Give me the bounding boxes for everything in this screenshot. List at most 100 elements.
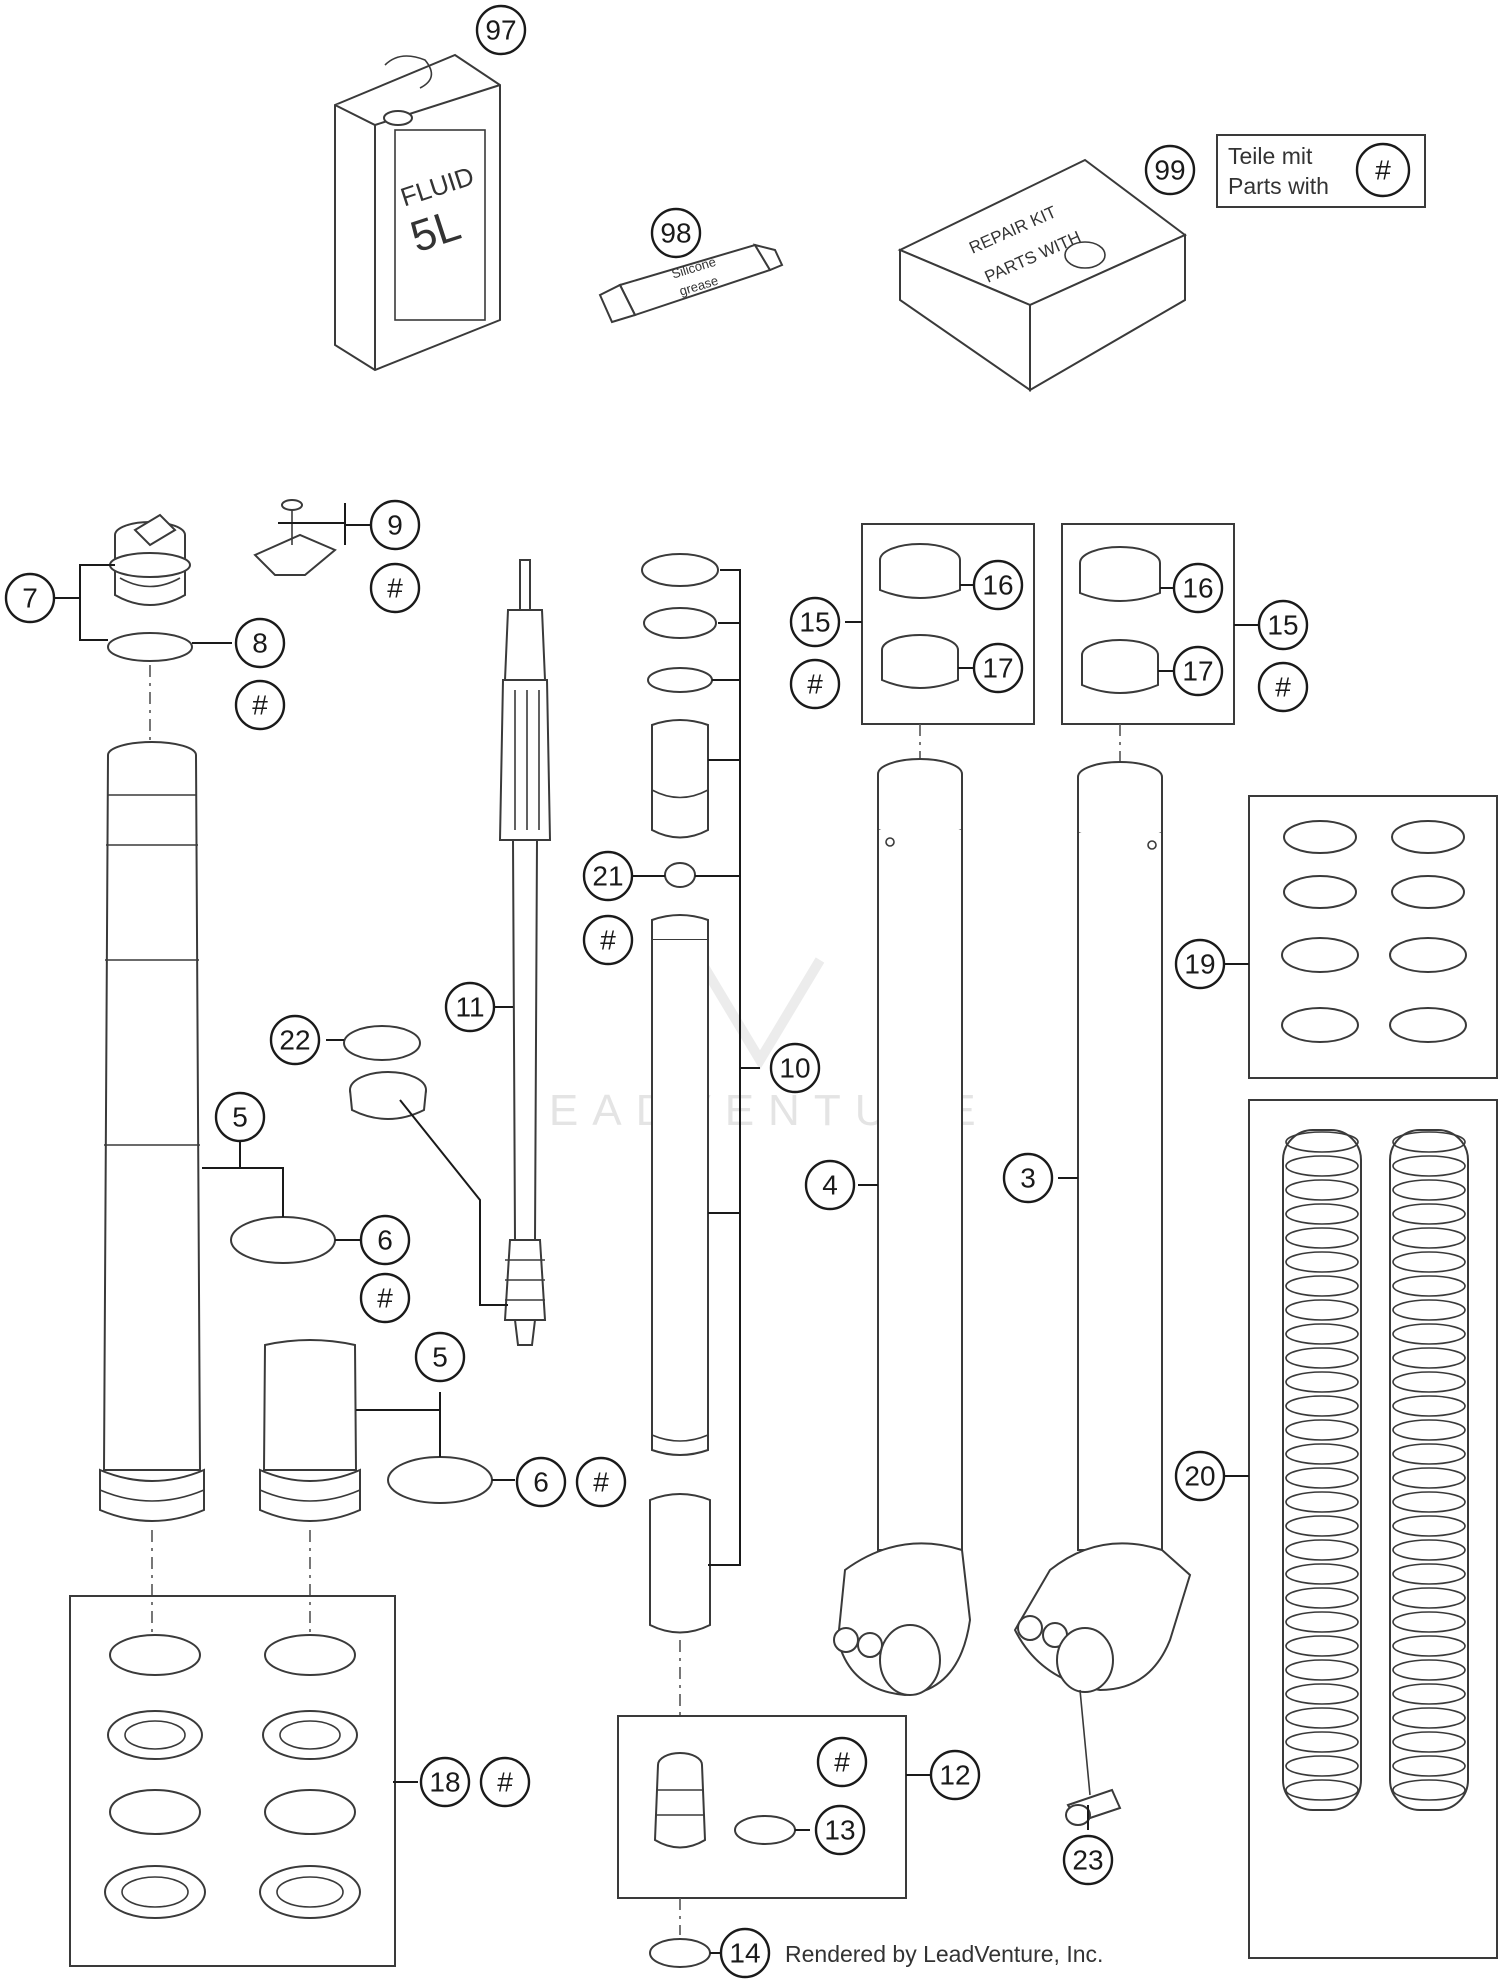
- spring-coil: [1285, 1371, 1359, 1393]
- fork-springs: [1282, 1129, 1469, 1811]
- grease-tube: Silicone grease: [598, 243, 784, 324]
- svg-text:22: 22: [279, 1025, 310, 1056]
- svg-text:4: 4: [822, 1170, 838, 1201]
- spring-coil: [1285, 1563, 1359, 1585]
- svg-text:#: #: [807, 669, 823, 700]
- spring-coil: [1285, 1155, 1359, 1177]
- callout-98: 98: [650, 207, 702, 259]
- callout-12: 12: [929, 1749, 981, 1801]
- valve-frame: [617, 1715, 907, 1899]
- svg-text:6: 6: [533, 1467, 549, 1498]
- outer-tube-1: [99, 741, 205, 1522]
- spring-coil: [1285, 1203, 1359, 1225]
- callout-hash-21: #: [582, 914, 634, 966]
- cartridge-parts: [641, 553, 719, 1634]
- svg-text:15: 15: [1267, 610, 1298, 641]
- callout-11: 11: [444, 981, 496, 1033]
- o-ring-6a: [230, 1216, 336, 1264]
- svg-text:19: 19: [1184, 949, 1215, 980]
- callout-hash-6-lower: #: [575, 1456, 627, 1508]
- callout-10: 10: [769, 1042, 821, 1094]
- callout-18: 18: [419, 1756, 471, 1808]
- outer-tube-2: [259, 1339, 361, 1522]
- spring-coil: [1285, 1227, 1359, 1249]
- svg-text:98: 98: [660, 218, 691, 249]
- spring-coil: [1392, 1299, 1466, 1321]
- spring-coils: [1285, 1131, 1466, 1801]
- spring-coil: [1392, 1155, 1466, 1177]
- spring-coil: [1392, 1707, 1466, 1729]
- callout-16-left: 16: [972, 559, 1024, 611]
- callout-hash-6-upper: #: [359, 1272, 411, 1324]
- o-ring-6b: [387, 1456, 493, 1504]
- svg-text:7: 7: [22, 583, 38, 614]
- spring-coil: [1392, 1251, 1466, 1273]
- spring-coil: [1392, 1395, 1466, 1417]
- svg-text:#: #: [377, 1283, 393, 1314]
- svg-text:5: 5: [232, 1102, 248, 1133]
- spring-coil: [1285, 1491, 1359, 1513]
- spring-coil: [1392, 1371, 1466, 1393]
- svg-text:6: 6: [377, 1225, 393, 1256]
- callout-15-right: 15: [1257, 599, 1309, 651]
- seal-kit-parts: [104, 1634, 361, 1919]
- seal-14: [649, 1938, 711, 1968]
- screw-cap: [109, 513, 191, 606]
- callout-hash-15-right: #: [1257, 661, 1309, 713]
- fluid-can: FLUID 5L: [334, 53, 501, 372]
- spring-coil: [1392, 1635, 1466, 1657]
- callout-hash-18: #: [479, 1756, 531, 1808]
- svg-text:99: 99: [1154, 155, 1185, 186]
- svg-text:17: 17: [982, 653, 1013, 684]
- spring-coil: [1285, 1467, 1359, 1489]
- svg-text:97: 97: [485, 15, 516, 46]
- svg-text:#: #: [497, 1767, 513, 1798]
- spring-coil: [1285, 1587, 1359, 1609]
- spring-coil: [1392, 1131, 1466, 1153]
- spring-coil: [1285, 1755, 1359, 1777]
- inner-tube-4: [833, 758, 972, 1697]
- callout-hash-legend: #: [1355, 142, 1411, 198]
- spring-coil: [1285, 1659, 1359, 1681]
- callout-13: 13: [814, 1804, 866, 1856]
- svg-text:11: 11: [455, 992, 484, 1023]
- spring-coil: [1285, 1347, 1359, 1369]
- inner-tube-3: [1013, 761, 1192, 1693]
- callout-5-lower: 5: [414, 1331, 466, 1383]
- spring-coil: [1285, 1395, 1359, 1417]
- callout-16-right: 16: [1172, 562, 1224, 614]
- callout-hash-8: #: [234, 679, 286, 731]
- svg-text:#: #: [1375, 155, 1391, 186]
- svg-text:13: 13: [824, 1815, 855, 1846]
- spring-coil: [1392, 1587, 1466, 1609]
- spring-coil: [1392, 1731, 1466, 1753]
- callout-20: 20: [1174, 1450, 1226, 1502]
- callout-22: 22: [269, 1014, 321, 1066]
- svg-text:16: 16: [1182, 573, 1213, 604]
- svg-text:17: 17: [1182, 656, 1213, 687]
- piston: [349, 1071, 427, 1120]
- callout-14: 14: [719, 1927, 771, 1979]
- spring-coil: [1285, 1443, 1359, 1465]
- spring-coil: [1392, 1683, 1466, 1705]
- svg-text:12: 12: [939, 1760, 970, 1791]
- callout-6-lower: 6: [515, 1456, 567, 1508]
- callout-3: 3: [1002, 1152, 1054, 1204]
- callout-5-upper: 5: [214, 1091, 266, 1143]
- spring-coil: [1392, 1779, 1466, 1801]
- svg-text:#: #: [387, 573, 403, 604]
- spring-coil: [1392, 1275, 1466, 1297]
- callout-hash-15-left: #: [789, 658, 841, 710]
- spring-coil: [1392, 1539, 1466, 1561]
- spring-coil: [1285, 1707, 1359, 1729]
- svg-text:20: 20: [1184, 1461, 1215, 1492]
- spring-coil: [1392, 1467, 1466, 1489]
- bleed-screw: [1065, 1788, 1122, 1826]
- spring-coil: [1392, 1755, 1466, 1777]
- svg-text:9: 9: [387, 510, 403, 541]
- spring-coil: [1392, 1563, 1466, 1585]
- spring-coil: [1392, 1659, 1466, 1681]
- spring-coil: [1392, 1179, 1466, 1201]
- callout-4: 4: [804, 1159, 856, 1211]
- svg-text:#: #: [252, 690, 268, 721]
